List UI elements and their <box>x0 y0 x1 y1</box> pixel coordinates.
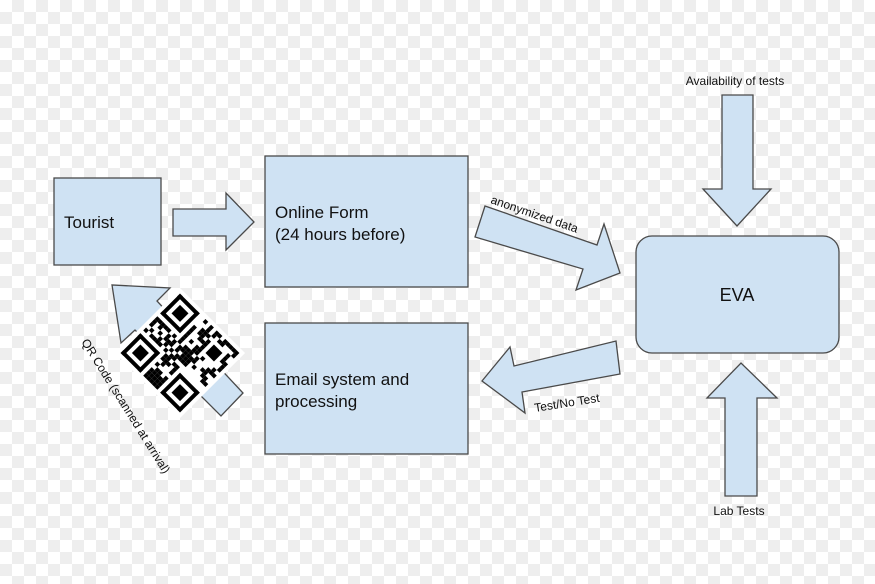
eva-label: EVA <box>720 285 755 305</box>
eva-box <box>635 235 840 354</box>
online-form-label-line2: (24 hours before) <box>275 225 405 244</box>
online-form-label-line1: Online Form <box>275 203 369 222</box>
availability-arrow <box>701 94 773 227</box>
tourist-box <box>53 177 162 266</box>
lab-tests-arrow <box>705 362 779 497</box>
tourist-label: Tourist <box>64 213 114 232</box>
form-to-eva-arrow <box>474 205 621 292</box>
tourist-to-form-arrow <box>172 191 255 252</box>
online-form-box <box>264 155 469 288</box>
email-system-box <box>264 322 469 455</box>
lab-tests-label: Lab Tests <box>713 504 764 518</box>
email-system-label-line2: processing <box>275 392 357 411</box>
email-system-label-line1: Email system and <box>275 370 409 389</box>
eva-to-email-label: Test/No Test <box>533 391 601 415</box>
availability-label: Availability of tests <box>686 74 785 88</box>
eva-to-email-arrow <box>481 340 621 415</box>
